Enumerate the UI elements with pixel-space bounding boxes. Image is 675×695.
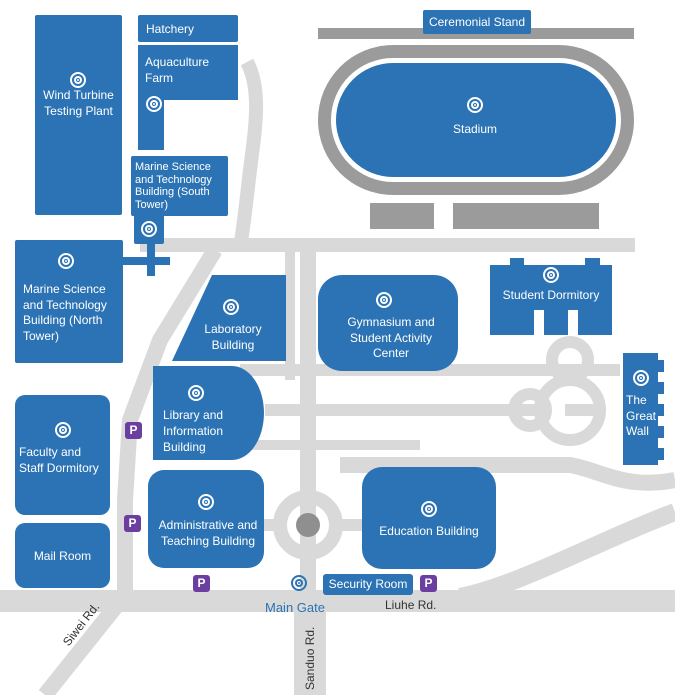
administrative-label: Administrative and Teaching Building — [158, 518, 258, 548]
student-dormitory-shape — [490, 258, 612, 335]
stadium-label: Stadium — [452, 122, 498, 136]
aquaculture-shape — [138, 45, 238, 150]
ceremonial-stand-label: Ceremonial Stand — [428, 15, 526, 29]
gymnasium-label: Gymnasium and Student Activity Center — [347, 315, 435, 361]
south-tower-location-icon — [141, 221, 157, 237]
south-tower-label: Marine Science and Technology Building (… — [135, 161, 212, 211]
student-dormitory-label: Student Dormitory — [502, 288, 600, 302]
great-wall-label: The Great Wall — [626, 393, 657, 439]
road-west-curve — [233, 58, 264, 250]
main-gate-label: Main Gate — [265, 600, 325, 615]
main-gate-location-icon[interactable] — [291, 575, 307, 591]
student-dormitory-location-icon — [543, 267, 559, 283]
mail-room[interactable]: Mail Room — [15, 523, 110, 588]
hatchery-label: Hatchery — [146, 22, 195, 36]
mail-room-label: Mail Room — [33, 549, 92, 563]
aquaculture-location-icon — [146, 96, 162, 112]
library-location-icon — [188, 385, 204, 401]
north-tower-location-icon — [58, 253, 74, 269]
laboratory-label: Laboratory Building — [204, 322, 262, 352]
education-label: Education Building — [379, 524, 479, 538]
marine-science-south-tower[interactable]: Marine Science and Technology Building (… — [131, 156, 228, 216]
north-tower-connector-v — [147, 240, 155, 276]
parking-icon-south[interactable]: P — [193, 575, 210, 592]
east-loop-small — [508, 388, 552, 432]
laboratory-building[interactable]: Laboratory Building — [172, 275, 286, 361]
faculty-dormitory-label: Faculty and Staff Dormitory — [19, 445, 99, 475]
security-room-label: Security Room — [328, 577, 408, 591]
north-tower-label: Marine Science and Technology Building (… — [23, 282, 107, 343]
east-loop-top — [546, 336, 594, 384]
education-location-icon — [421, 501, 437, 517]
library-shape — [153, 366, 264, 460]
sanduo-rd-label: Sanduo Rd. — [303, 626, 317, 690]
student-dormitory[interactable]: Student Dormitory — [490, 258, 612, 335]
the-great-wall[interactable]: The Great Wall — [623, 353, 658, 465]
administrative-teaching-building[interactable]: Administrative and Teaching Building — [148, 470, 264, 568]
gymnasium-student-activity-center[interactable]: Gymnasium and Student Activity Center — [318, 275, 458, 371]
administrative-location-icon — [198, 494, 214, 510]
road-east-curve — [340, 457, 675, 491]
stadium-bleacher-west — [370, 203, 434, 229]
liuhe-rd-label: Liuhe Rd. — [385, 598, 437, 612]
north-tower-connector-h — [118, 257, 170, 265]
stadium[interactable]: Stadium — [420, 95, 530, 141]
road-diagonal — [117, 245, 222, 600]
parking-icon-security[interactable]: P — [420, 575, 437, 592]
wind-turbine-testing-plant[interactable]: Wind Turbine Testing Plant — [35, 15, 122, 215]
faculty-staff-dormitory[interactable]: Faculty and Staff Dormitory — [15, 395, 110, 515]
stadium-location-icon — [467, 97, 483, 113]
roundabout-center — [296, 513, 320, 537]
faculty-dormitory-location-icon — [55, 422, 71, 438]
security-room[interactable]: Security Room — [323, 574, 413, 595]
marine-science-north-tower[interactable]: Marine Science and Technology Building (… — [15, 240, 123, 363]
stadium-field — [336, 63, 616, 177]
aquaculture-farm[interactable]: Aquaculture Farm — [138, 45, 238, 150]
parking-icon-admin[interactable]: P — [124, 515, 141, 532]
laboratory-location-icon — [223, 299, 239, 315]
gymnasium-location-icon — [376, 292, 392, 308]
south-tower-annex — [134, 214, 164, 244]
hatchery[interactable]: Hatchery — [138, 15, 238, 42]
great-wall-location-icon — [633, 370, 649, 386]
roundabout — [273, 490, 343, 560]
wind-turbine-location-icon — [70, 72, 86, 88]
ceremonial-stand[interactable]: Ceremonial Stand — [423, 10, 531, 34]
aquaculture-label: Aquaculture Farm — [145, 55, 210, 85]
laboratory-shape — [172, 275, 286, 361]
stadium-bleacher-east — [453, 203, 599, 229]
library-label: Library and Information Building — [163, 408, 224, 455]
parking-icon-library[interactable]: P — [125, 422, 142, 439]
sanduo-rd — [294, 600, 326, 695]
education-building[interactable]: Education Building — [362, 467, 496, 569]
liuhe-rd — [0, 590, 675, 612]
library-information-building[interactable]: Library and Information Building — [153, 366, 264, 460]
wind-turbine-label: Wind Turbine Testing Plant — [43, 88, 114, 118]
